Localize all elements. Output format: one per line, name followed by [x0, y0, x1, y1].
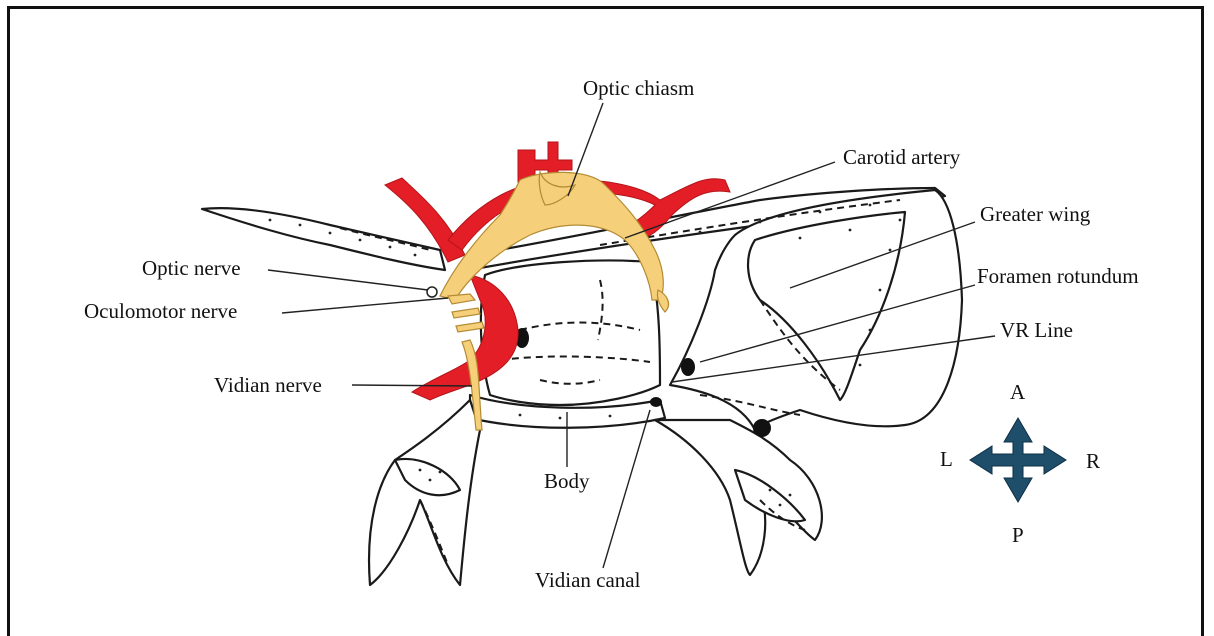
- label-foramen-rotundum: Foramen rotundum: [977, 264, 1139, 288]
- orientation-compass: A P L R: [940, 380, 1100, 547]
- label-optic-nerve: Optic nerve: [142, 256, 241, 280]
- label-carotid-artery: Carotid artery: [843, 145, 961, 169]
- label-optic-chiasm: Optic chiasm: [583, 76, 694, 100]
- label-greater-wing: Greater wing: [980, 202, 1091, 226]
- compass-left: L: [940, 447, 953, 471]
- foramen-rotundum-hole: [681, 358, 695, 376]
- label-oculomotor-nerve: Oculomotor nerve: [84, 299, 237, 323]
- compass-arrows-icon: [970, 418, 1066, 502]
- label-vr-line: VR Line: [1000, 318, 1073, 342]
- label-vidian-nerve: Vidian nerve: [214, 373, 322, 397]
- vidian-canal-hole: [650, 397, 662, 407]
- label-vidian-canal: Vidian canal: [535, 568, 641, 592]
- optic-nerve-end: [427, 287, 437, 297]
- compass-anterior: A: [1010, 380, 1026, 404]
- compass-right: R: [1086, 449, 1100, 473]
- foramen-ovale-hole: [753, 419, 771, 437]
- compass-posterior: P: [1012, 523, 1024, 547]
- label-body: Body: [544, 469, 590, 493]
